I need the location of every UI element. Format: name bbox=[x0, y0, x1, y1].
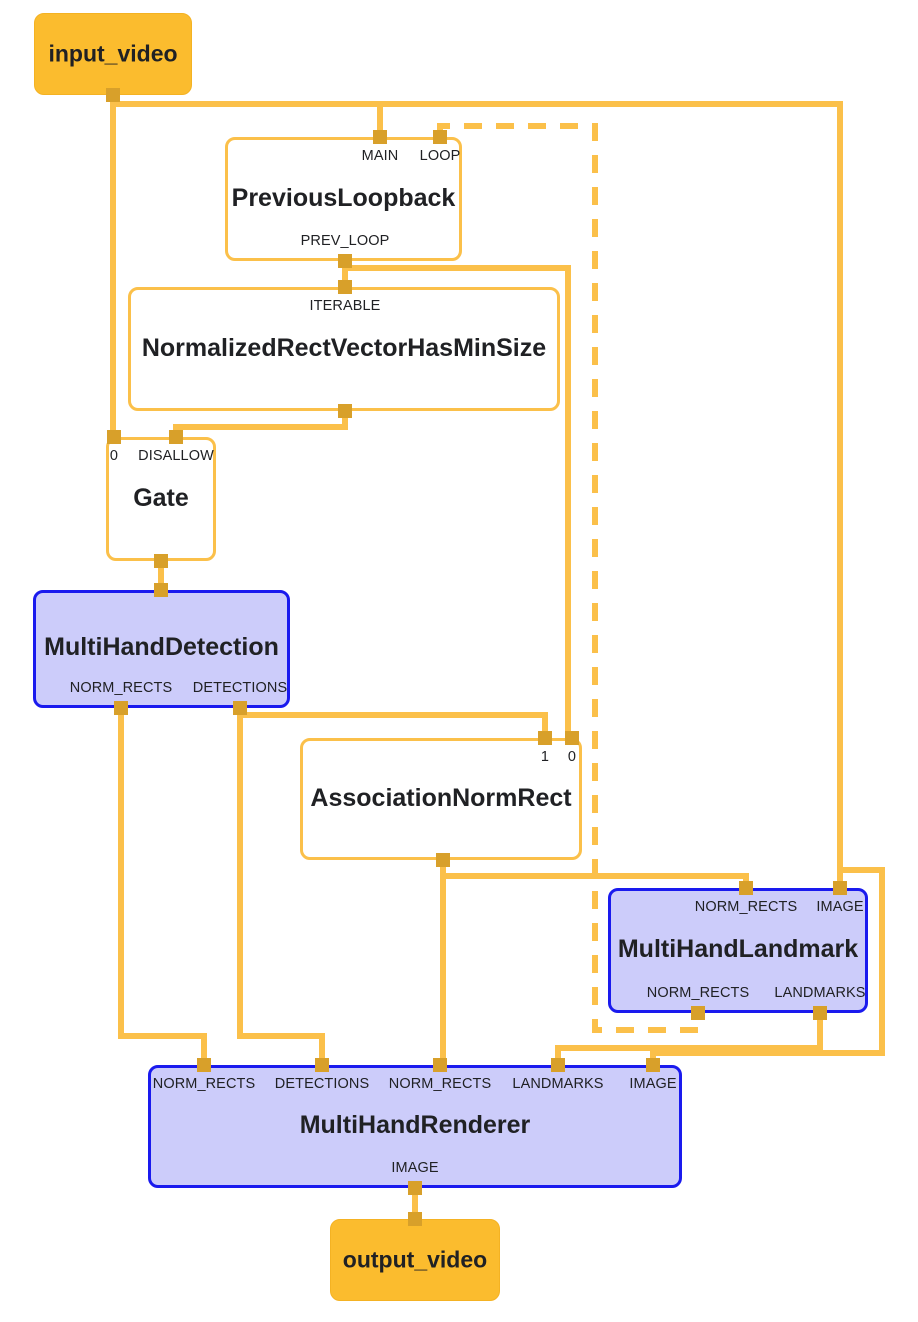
node-output_video[interactable]: output_video bbox=[330, 1219, 500, 1301]
port-out-multi_hand_landmark-1[interactable] bbox=[813, 1006, 827, 1020]
port-in-multi_hand_renderer-3[interactable] bbox=[551, 1058, 565, 1072]
port-in-multi_hand_renderer-1[interactable] bbox=[315, 1058, 329, 1072]
port-label-in-gate-0: 0 bbox=[109, 448, 119, 464]
node-title-gate: Gate bbox=[133, 483, 189, 512]
port-label-in-previous_loopback-0: MAIN bbox=[361, 148, 399, 164]
node-title-normalized_rect_vector_has_min_size: NormalizedRectVectorHasMinSize bbox=[141, 333, 547, 362]
node-title-multi_hand_renderer: MultiHandRenderer bbox=[299, 1110, 531, 1139]
port-label-in-multi_hand_renderer-3: LANDMARKS bbox=[512, 1076, 604, 1092]
node-multi_hand_landmark[interactable]: MultiHandLandmark bbox=[608, 888, 868, 1013]
port-in-association_norm_rect-0[interactable] bbox=[538, 731, 552, 745]
port-label-in-normalized_rect_vector_has_min_size-0: ITERABLE bbox=[309, 298, 381, 314]
port-out-gate-0[interactable] bbox=[154, 554, 168, 568]
port-in-previous_loopback-0[interactable] bbox=[373, 130, 387, 144]
port-in-multi_hand_renderer-2[interactable] bbox=[433, 1058, 447, 1072]
port-label-in-multi_hand_renderer-2: NORM_RECTS bbox=[388, 1076, 492, 1092]
port-in-multi_hand_detection-0[interactable] bbox=[154, 583, 168, 597]
port-label-in-multi_hand_renderer-0: NORM_RECTS bbox=[152, 1076, 256, 1092]
edge-e-prevloop-to-assoc1 bbox=[345, 265, 571, 738]
edge-e-input-right-bus bbox=[113, 101, 843, 888]
port-in-association_norm_rect-1[interactable] bbox=[565, 731, 579, 745]
port-in-multi_hand_landmark-0[interactable] bbox=[739, 881, 753, 895]
port-label-in-association_norm_rect-0: 1 bbox=[540, 749, 550, 765]
port-out-association_norm_rect-0[interactable] bbox=[436, 853, 450, 867]
port-out-multi_hand_detection-1[interactable] bbox=[233, 701, 247, 715]
node-title-input_video: input_video bbox=[48, 40, 178, 67]
edge-e-detect-normrects-renderer bbox=[118, 708, 207, 1065]
edge-e-landmark-landmarks-renderer bbox=[555, 1013, 823, 1065]
port-in-multi_hand_renderer-0[interactable] bbox=[197, 1058, 211, 1072]
port-out-input_video-0[interactable] bbox=[106, 88, 120, 102]
port-label-in-multi_hand_renderer-4: IMAGE bbox=[629, 1076, 677, 1092]
port-in-gate-0[interactable] bbox=[107, 430, 121, 444]
port-label-in-association_norm_rect-1: 0 bbox=[567, 749, 577, 765]
port-label-in-previous_loopback-1: LOOP bbox=[419, 148, 461, 164]
node-gate[interactable]: Gate bbox=[106, 437, 216, 561]
node-normalized_rect_vector_has_min_size[interactable]: NormalizedRectVectorHasMinSize bbox=[128, 287, 560, 411]
port-label-in-multi_hand_landmark-1: IMAGE bbox=[816, 899, 864, 915]
edge-e-hasminsize-to-disallow bbox=[173, 411, 348, 437]
port-label-in-multi_hand_landmark-0: NORM_RECTS bbox=[694, 899, 798, 915]
port-label-out-multi_hand_detection-1: DETECTIONS bbox=[192, 680, 288, 696]
port-out-multi_hand_detection-0[interactable] bbox=[114, 701, 128, 715]
port-label-out-multi_hand_landmark-1: LANDMARKS bbox=[774, 985, 866, 1001]
edge-e-detect-detections-assoc bbox=[240, 712, 548, 738]
node-input_video[interactable]: input_video bbox=[34, 13, 192, 95]
node-association_norm_rect[interactable]: AssociationNormRect bbox=[300, 738, 582, 860]
node-title-association_norm_rect: AssociationNormRect bbox=[310, 783, 572, 812]
node-title-previous_loopback: PreviousLoopback bbox=[231, 183, 456, 212]
node-previous_loopback[interactable]: PreviousLoopback bbox=[225, 137, 462, 261]
port-label-out-multi_hand_landmark-0: NORM_RECTS bbox=[646, 985, 750, 1001]
port-label-out-multi_hand_detection-0: NORM_RECTS bbox=[69, 680, 173, 696]
edge-e-landmark-normrects-loop bbox=[437, 123, 698, 1033]
port-in-multi_hand_landmark-1[interactable] bbox=[833, 881, 847, 895]
port-in-output_video-0[interactable] bbox=[408, 1212, 422, 1226]
port-out-multi_hand_landmark-0[interactable] bbox=[691, 1006, 705, 1020]
port-label-out-multi_hand_renderer-0: IMAGE bbox=[391, 1160, 439, 1176]
node-title-output_video: output_video bbox=[342, 1246, 488, 1273]
edge-e-detect-detections-bus bbox=[237, 708, 325, 1065]
node-title-multi_hand_landmark: MultiHandLandmark bbox=[617, 934, 859, 963]
edge-e-input-image-renderer bbox=[650, 867, 885, 1065]
port-label-in-gate-1: DISALLOW bbox=[138, 448, 214, 464]
port-out-normalized_rect_vector_has_min_size-0[interactable] bbox=[338, 404, 352, 418]
port-in-gate-1[interactable] bbox=[169, 430, 183, 444]
port-label-out-previous_loopback-0: PREV_LOOP bbox=[300, 233, 390, 249]
port-in-previous_loopback-1[interactable] bbox=[433, 130, 447, 144]
port-out-previous_loopback-0[interactable] bbox=[338, 254, 352, 268]
port-out-multi_hand_renderer-0[interactable] bbox=[408, 1181, 422, 1195]
port-label-in-multi_hand_renderer-1: DETECTIONS bbox=[274, 1076, 370, 1092]
port-in-normalized_rect_vector_has_min_size-0[interactable] bbox=[338, 280, 352, 294]
port-in-multi_hand_renderer-4[interactable] bbox=[646, 1058, 660, 1072]
node-title-multi_hand_detection: MultiHandDetection bbox=[44, 632, 279, 661]
